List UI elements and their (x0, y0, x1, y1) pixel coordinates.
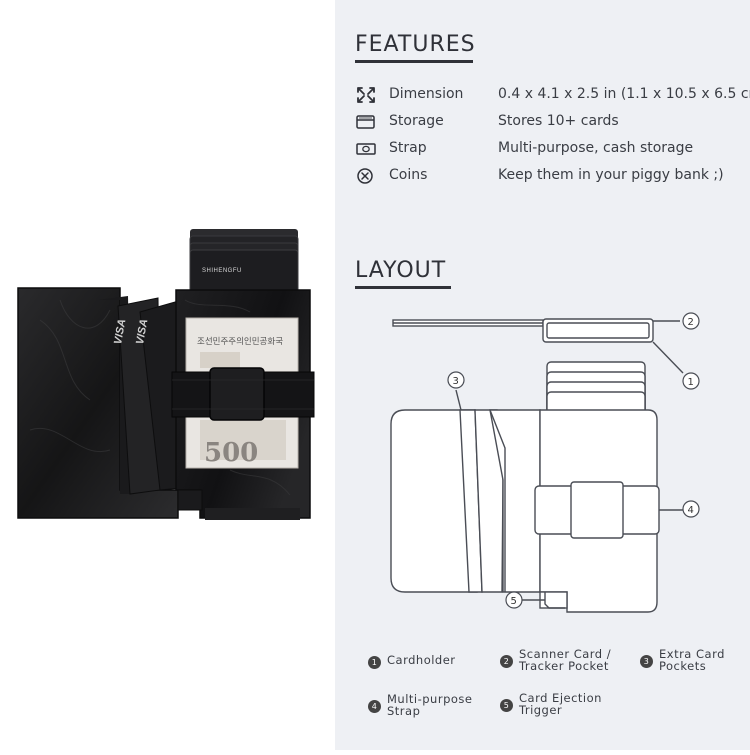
feature-value: Keep them in your piggy bank ;) (498, 167, 724, 183)
callout-1-text: 1 (688, 377, 694, 388)
feature-row-strap: Strap Multi-purpose, cash storage (355, 138, 750, 160)
callout-2-text: 2 (688, 317, 694, 328)
legend-number-5: 5 (500, 699, 513, 712)
visa-mark: VISA (112, 318, 128, 345)
feature-label: Strap (389, 140, 427, 156)
legend-label: Multi-purpose Strap (387, 692, 473, 718)
layout-diagram: 2 1 3 4 5 (390, 312, 700, 613)
layout-underline (355, 286, 451, 289)
product-photo-panel: SHIHENGFU VISA VISA 조선민주주의인민공화국 500 (0, 0, 335, 750)
features-underline (355, 60, 473, 63)
feature-label: Dimension (389, 86, 464, 102)
feature-value: Stores 10+ cards (498, 113, 619, 129)
callout-3: 3 (447, 371, 465, 389)
elastic-strap (171, 367, 315, 421)
no-coin-icon (357, 168, 373, 184)
legend-label: Cardholder (387, 653, 456, 667)
feature-row-dimension: Dimension 0.4 x 4.1 x 2.5 in (1.1 x 10.5… (355, 84, 750, 106)
extra-card-pockets: VISA VISA (98, 296, 183, 495)
callout-5: 5 (505, 591, 523, 609)
features-heading: FEATURES (355, 32, 476, 63)
callout-3-text: 3 (453, 376, 459, 387)
feature-value: Multi-purpose, cash storage (498, 140, 694, 156)
callout-1: 1 (682, 372, 700, 390)
banknote-value: 500 (204, 438, 258, 468)
callout-2: 2 (682, 312, 700, 330)
feature-label: Coins (389, 167, 428, 183)
specs-panel: FEATURES Dimension 0.4 x 4.1 x 2.5 in (1… (335, 0, 750, 750)
brand-text: SHIHENGFU (202, 268, 242, 274)
banknote-icon (356, 143, 376, 155)
expand-arrows-icon (357, 87, 375, 103)
legend-label: Extra Card Pockets (659, 647, 725, 673)
legend-number-2: 2 (500, 655, 513, 668)
legend-number-3: 3 (640, 655, 653, 668)
visa-mark-2: VISA (134, 318, 150, 345)
layout-heading: LAYOUT (355, 258, 451, 289)
wallet-photo: SHIHENGFU VISA VISA 조선민주주의인민공화국 500 (17, 229, 315, 520)
callout-4-text: 4 (688, 505, 694, 516)
feature-label: Storage (389, 113, 444, 129)
banknote-text: 조선민주주의인민공화국 (197, 336, 283, 347)
legend-label: Card Ejection Trigger (519, 691, 602, 717)
card-holder-icon (356, 115, 375, 129)
feature-row-storage: Storage Stores 10+ cards (355, 111, 750, 133)
feature-row-coins: Coins Keep them in your piggy bank ;) (355, 165, 750, 187)
layout-heading-text: LAYOUT (355, 258, 447, 283)
callout-5-text: 5 (511, 596, 517, 607)
callout-4: 4 (682, 500, 700, 518)
features-heading-text: FEATURES (355, 32, 476, 57)
legend-label: Scanner Card / Tracker Pocket (519, 647, 612, 673)
feature-value: 0.4 x 4.1 x 2.5 in (1.1 x 10.5 x 6.5 cm) (498, 86, 750, 102)
legend-number-1: 1 (368, 656, 381, 669)
ejection-trigger (177, 489, 203, 511)
legend-number-4: 4 (368, 700, 381, 713)
